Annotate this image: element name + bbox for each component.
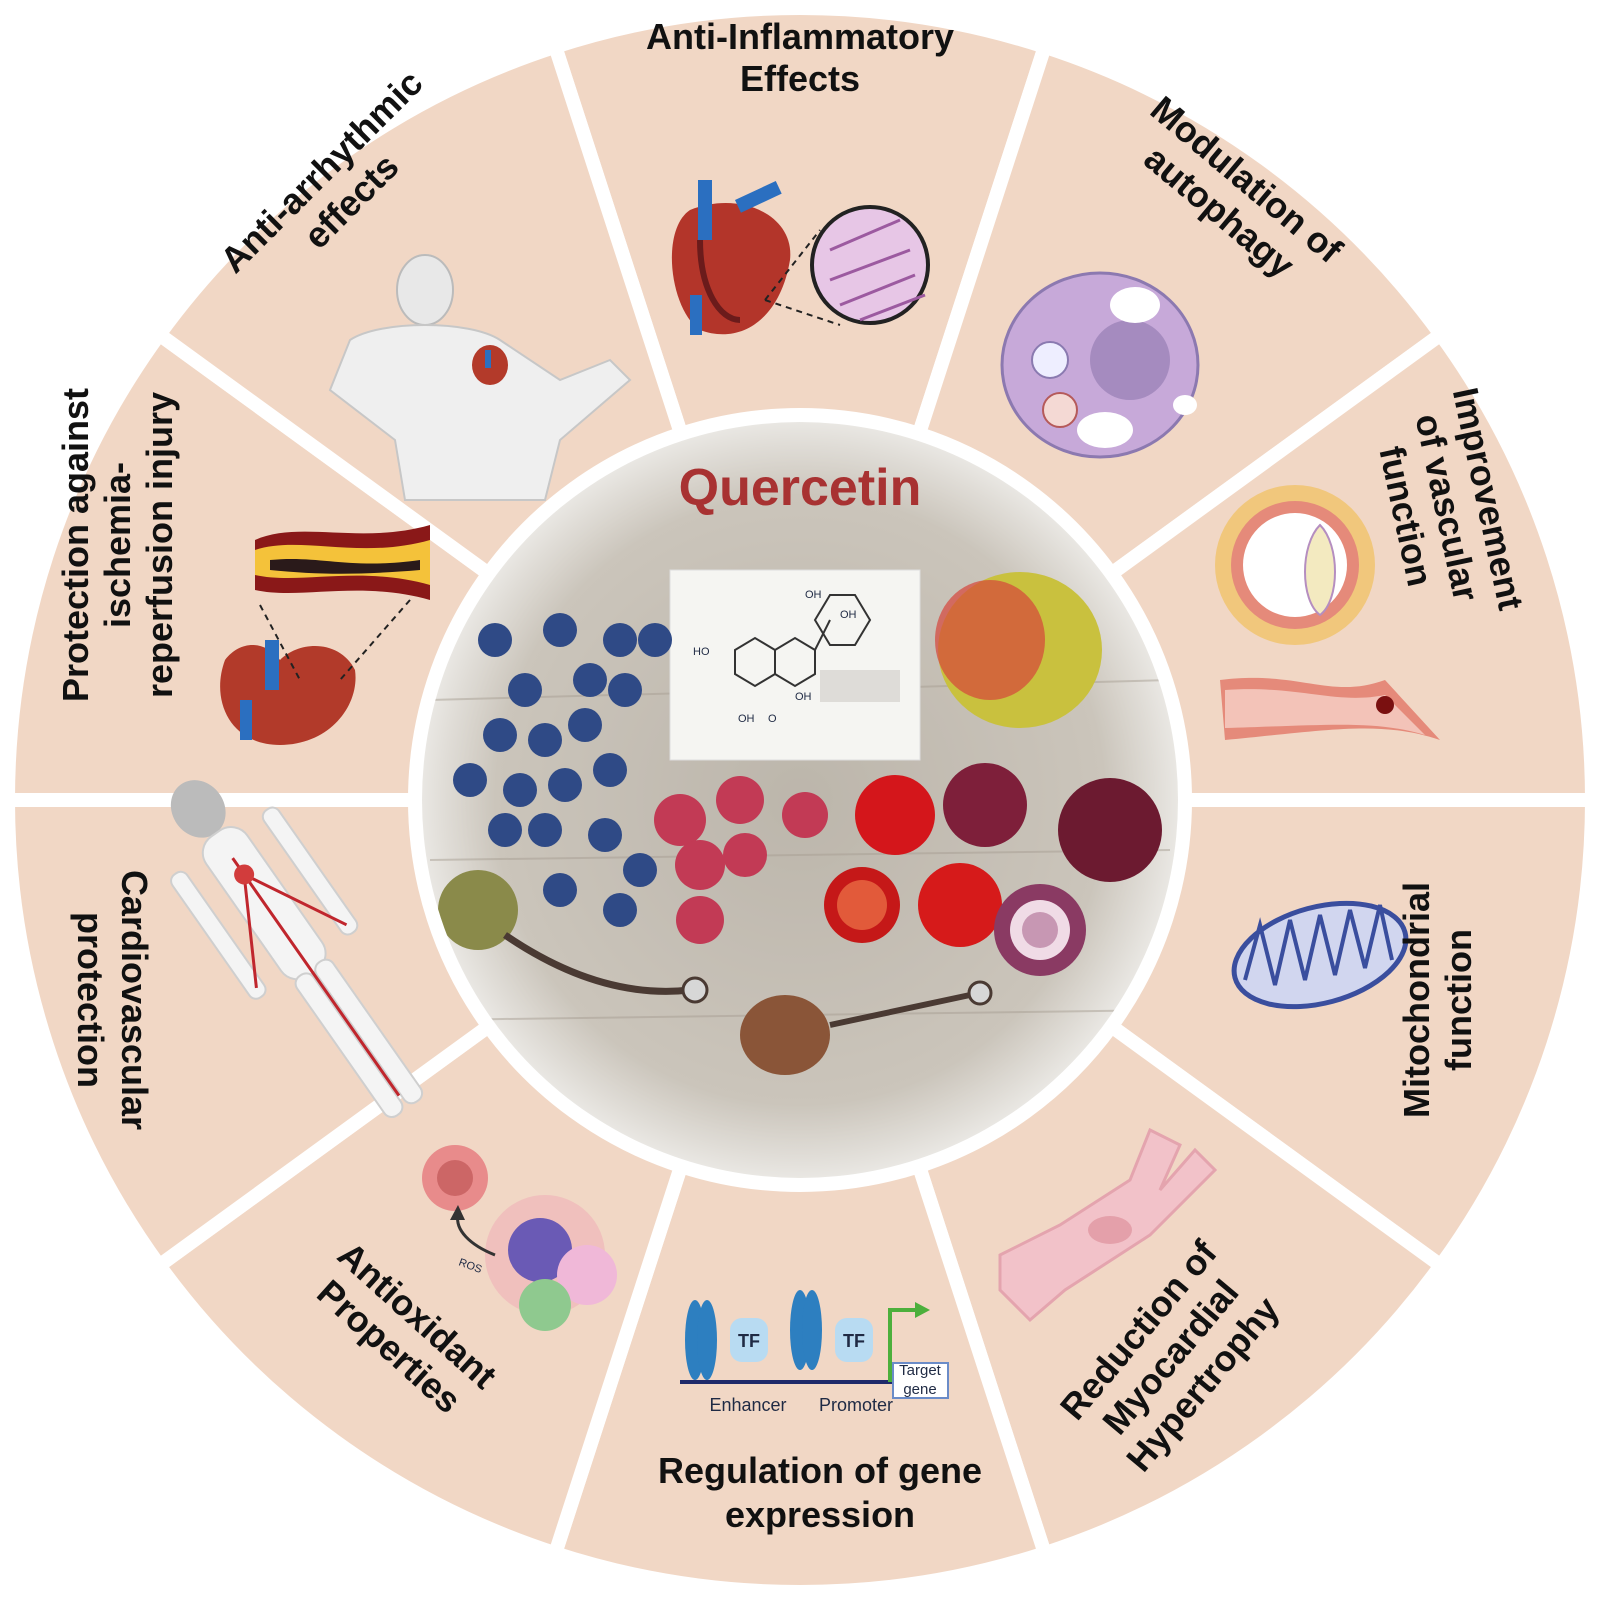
transcription-factor-icon: TF TF Enhancer Promoter Target gene (680, 1290, 949, 1415)
heart-histology-icon (671, 180, 930, 335)
blood-vessel-icon (1215, 485, 1440, 740)
label-line: expression (725, 1494, 915, 1535)
label-mitochondrial: Mitochondrialfunction (1396, 882, 1479, 1118)
label-line: Cardiovascular (114, 870, 155, 1130)
blueberry (603, 893, 637, 927)
apple (935, 572, 1102, 728)
blueberry (548, 768, 582, 802)
label-line: protection (70, 912, 111, 1088)
molecule-label-oh2: OH (840, 609, 857, 621)
tomatoes (824, 775, 1002, 947)
blueberry (608, 673, 642, 707)
red-onions (943, 763, 1162, 976)
immune-cells-ros-icon: ROS (422, 1145, 617, 1331)
mitochondrion-icon (1231, 900, 1409, 1010)
blueberry (593, 753, 627, 787)
molecule-label-o: O (768, 713, 777, 725)
label-line: ischemia- (97, 462, 138, 628)
blueberry (478, 623, 512, 657)
promoter-label: Promoter (819, 1395, 893, 1415)
blueberries (453, 613, 672, 927)
molecule-label-oh3: OH (795, 691, 812, 703)
label-line: Protection against (55, 388, 96, 702)
blueberry (508, 673, 542, 707)
label-line: function (1438, 929, 1479, 1071)
pacemaker-torso-icon (328, 254, 632, 501)
blueberry (528, 813, 562, 847)
target-gene-label-1: Target (899, 1362, 942, 1379)
blueberry (453, 763, 487, 797)
cardiomyocyte-icon (998, 1127, 1218, 1323)
blueberry (543, 873, 577, 907)
raspberries (654, 776, 828, 944)
heart-artery-icon (220, 525, 430, 745)
blueberry (603, 623, 637, 657)
target-gene-label-2: gene (903, 1381, 936, 1398)
blueberry (568, 708, 602, 742)
quercetin-structure-icon (734, 594, 872, 688)
tf-label-2: TF (843, 1331, 865, 1351)
blueberry (528, 723, 562, 757)
enhancer-label: Enhancer (709, 1395, 786, 1415)
label-vascular: Improvementof vascularfunction (1363, 384, 1532, 631)
molecule-label-ho: HO (693, 646, 710, 658)
blueberry (488, 813, 522, 847)
blueberry (483, 718, 517, 752)
blueberry (623, 853, 657, 887)
label-ischemia: Protection againstischemia-reperfusion i… (55, 388, 180, 702)
tf-label-1: TF (738, 1331, 760, 1351)
blueberry (503, 773, 537, 807)
cell-autophagy-icon (1000, 271, 1200, 459)
blueberry (573, 663, 607, 697)
molecule-label-oh4: OH (738, 713, 755, 725)
label-line: Mitochondrial (1396, 882, 1437, 1118)
human-vasculature-icon (170, 780, 424, 1119)
label-line: Regulation of gene (658, 1450, 982, 1491)
label-line: reperfusion injury (139, 392, 180, 698)
blueberry (543, 613, 577, 647)
blueberry (638, 623, 672, 657)
label-line: Anti-Inflammatory (646, 16, 954, 57)
blueberry (588, 818, 622, 852)
label-line: Effects (740, 58, 860, 99)
spoons (438, 870, 993, 1075)
food-photo: OH OH HO OH OH O (422, 422, 1178, 1178)
molecule-label-oh1: OH (805, 589, 822, 601)
label-cardiovascular: Cardiovascularprotection (70, 870, 155, 1130)
molecule-card (669, 569, 921, 761)
center-title: Quercetin (679, 459, 922, 517)
